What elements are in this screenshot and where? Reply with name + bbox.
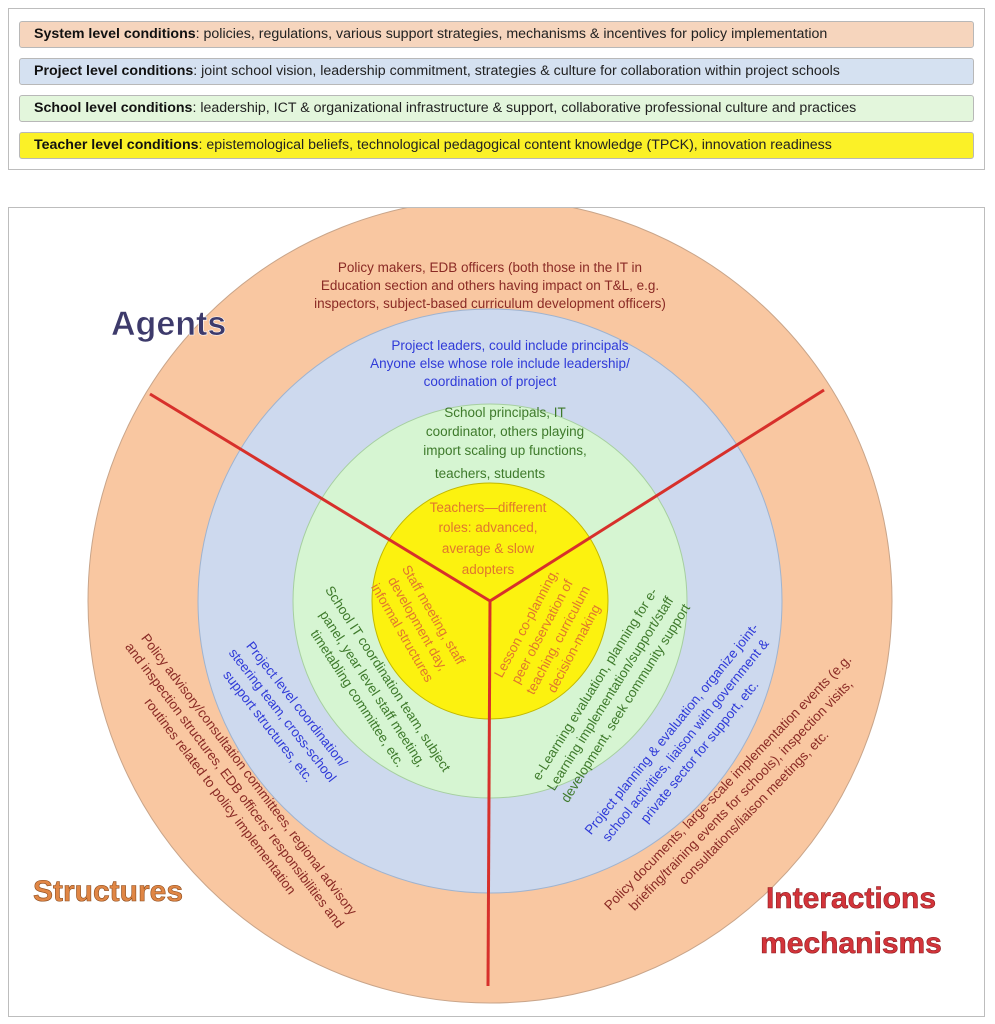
agents-system-line: Education section and others having impa… — [321, 278, 659, 293]
legend-row-project: Project level conditions: joint school v… — [19, 58, 974, 85]
legend-label: School level conditions — [34, 100, 193, 116]
legend-desc: : joint school vision, leadership commit… — [193, 63, 840, 79]
agents-teacher-line: Teachers—different — [430, 500, 547, 515]
agents-school-line: import scaling up functions, — [423, 443, 587, 458]
agents-system-line: Policy makers, EDB officers (both those … — [338, 260, 642, 275]
heading-agents: Agents — [111, 305, 226, 343]
agents-system-text: Policy makers, EDB officers (both those … — [314, 260, 666, 311]
agents-school-text: School principals, IT coordinator, other… — [423, 405, 587, 481]
legend-desc: : leadership, ICT & organizational infra… — [192, 100, 857, 116]
heading-interactions: Interactions — [766, 882, 936, 915]
agents-teacher-line: average & slow — [442, 541, 535, 556]
agents-project-text: Project leaders, could include principal… — [370, 338, 630, 389]
diagram-panel: Agents Structures Interactions mechanism… — [8, 207, 985, 1017]
divider-left — [149, 392, 491, 603]
agents-teacher-line: adopters — [462, 562, 515, 577]
legend-label: System level conditions — [34, 26, 196, 42]
concentric-diagram: Agents Structures Interactions mechanism… — [33, 208, 942, 1004]
legend-row-system: System level conditions: policies, regul… — [19, 21, 974, 48]
agents-teacher-text: Teachers—different roles: advanced, aver… — [430, 500, 547, 577]
legend-label: Teacher level conditions — [34, 137, 199, 153]
agents-project-line: coordination of project — [424, 374, 557, 389]
agents-project-line: Project leaders, could include principal… — [391, 338, 628, 353]
agents-school-line: coordinator, others playing — [426, 424, 584, 439]
agents-school-line: School principals, IT — [444, 405, 566, 420]
agents-project-line: Anyone else whose role include leadershi… — [370, 356, 630, 371]
agents-school-line: teachers, students — [435, 466, 546, 481]
agents-teacher-line: roles: advanced, — [438, 520, 537, 535]
heading-structures: Structures — [33, 875, 183, 908]
legend-row-school: School level conditions: leadership, ICT… — [19, 95, 974, 122]
legend-desc: : policies, regulations, various support… — [195, 26, 828, 42]
legend-label: Project level conditions — [34, 63, 194, 79]
legend-panel: System level conditions: policies, regul… — [8, 8, 985, 170]
agents-system-line: inspectors, subject-based curriculum dev… — [314, 296, 666, 311]
divider-right — [489, 388, 825, 603]
legend-desc: : epistemological beliefs, technological… — [198, 137, 832, 153]
heading-mechanisms: mechanisms — [760, 927, 942, 960]
divider-bottom — [486, 600, 492, 987]
legend-row-teacher: Teacher level conditions: epistemologica… — [19, 132, 974, 159]
